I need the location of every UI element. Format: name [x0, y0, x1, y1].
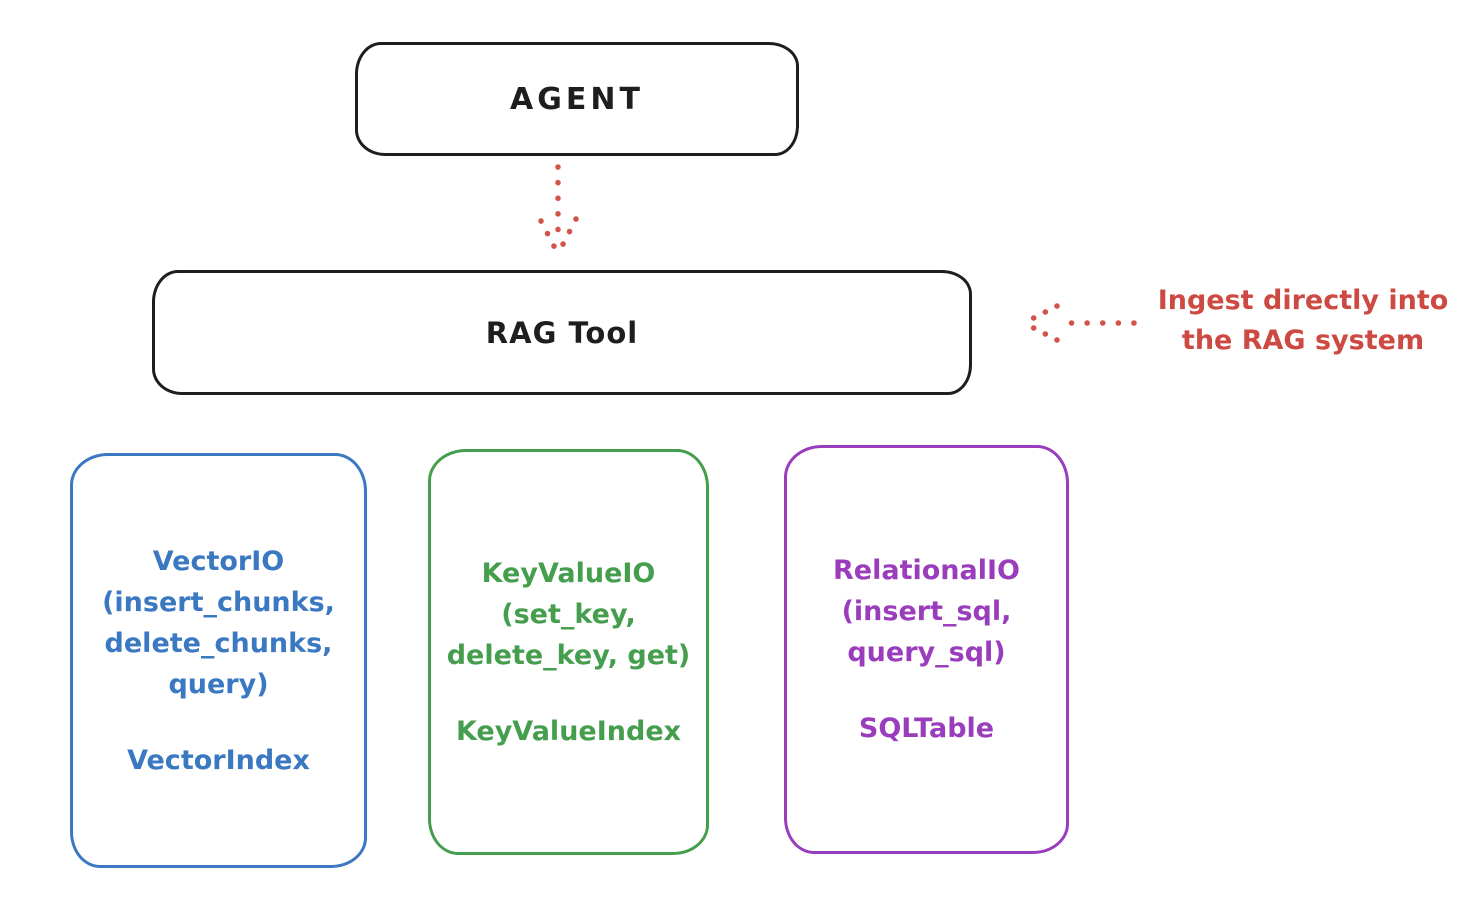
vector-io-line: query) [168, 668, 269, 700]
keyvalue-io-line: KeyValueIO [481, 557, 656, 589]
keyvalue-index-label: KeyValueIndex [455, 715, 682, 747]
relational-io-box: RelationalIO (insert_sql, query_sql) SQL… [784, 445, 1069, 854]
vector-io-line: delete_chunks, [104, 627, 333, 659]
rag-tool-label: RAG Tool [485, 315, 639, 350]
keyvalue-io-line: delete_key, get) [446, 639, 691, 671]
rag-tool-box: RAG Tool [152, 270, 972, 395]
keyvalue-io-text: KeyValueIO (set_key, delete_key, get) [447, 553, 691, 676]
ingest-annotation-line2: the RAG system [1181, 325, 1425, 356]
ingest-annotation: Ingest directly into the RAG system [1133, 281, 1473, 361]
annotation-to-ragtool-arrow [1021, 303, 1137, 343]
relational-io-line: (insert_sql, [841, 596, 1012, 627]
vector-io-text: VectorIO (insert_chunks, delete_chunks, … [102, 541, 335, 705]
vector-io-line: (insert_chunks, [102, 586, 335, 618]
vector-io-line: VectorIO [152, 545, 285, 577]
agent-box: AGENT [355, 42, 799, 156]
agent-to-ragtool-arrow [538, 164, 579, 255]
relational-io-line: RelationalIO [833, 555, 1020, 586]
keyvalue-io-line: (set_key, [501, 598, 636, 630]
relational-io-text: RelationalIO (insert_sql, query_sql) [833, 550, 1020, 673]
vector-io-box: VectorIO (insert_chunks, delete_chunks, … [70, 453, 367, 868]
sql-table-label: SQLTable [858, 713, 995, 744]
keyvalue-io-box: KeyValueIO (set_key, delete_key, get) Ke… [428, 449, 709, 855]
relational-io-line: query_sql) [847, 637, 1006, 668]
vector-index-label: VectorIndex [127, 744, 310, 776]
ingest-annotation-line1: Ingest directly into [1157, 285, 1449, 316]
agent-label: AGENT [510, 81, 644, 117]
